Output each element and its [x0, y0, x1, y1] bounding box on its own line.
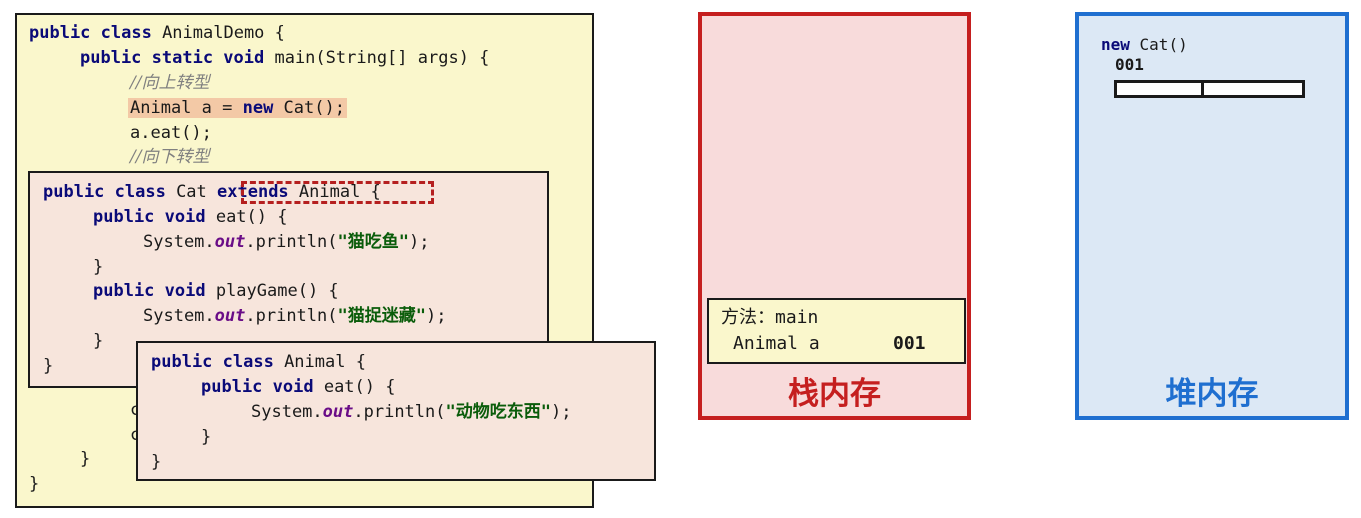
code-line: } — [80, 449, 91, 469]
code-line: System.out.println("猫吃鱼"); — [143, 232, 430, 252]
code-line: a.eat(); — [130, 123, 212, 143]
stack-memory-panel: 方法：main Animal a 001 栈内存 — [698, 12, 971, 420]
stack-memory-title: 栈内存 — [788, 376, 881, 412]
code-line: c — [130, 398, 140, 423]
code-line: public static void main(String[] args) { — [80, 48, 490, 68]
code-line: } — [93, 331, 104, 351]
code-line: } — [43, 356, 54, 376]
heap-object-address: 001 — [1115, 55, 1144, 74]
frame-variable-value: 001 — [893, 333, 926, 354]
code-line: public void eat() { — [93, 207, 288, 227]
code-line: } — [29, 474, 40, 494]
code-line: c — [130, 423, 140, 448]
code-line: } — [151, 452, 162, 472]
frame-variable-name: Animal a — [733, 333, 820, 354]
code-line: public class Animal { — [151, 352, 366, 372]
upcast-comment: //向上转型 — [130, 73, 210, 93]
code-line: public void playGame() { — [93, 281, 339, 301]
extends-highlight-box — [241, 181, 434, 204]
main-stack-frame: 方法：main Animal a 001 — [707, 298, 966, 364]
animal-class-code-panel: public class Animal { public void eat() … — [136, 341, 656, 481]
code-line: public class Cat extends Animal { — [43, 182, 381, 202]
downcast-comment: //向下转型 — [130, 147, 210, 167]
code-line: public class AnimalDemo { — [29, 23, 285, 43]
heap-object-divider — [1201, 83, 1204, 95]
heap-memory-title: 堆内存 — [1165, 376, 1259, 412]
heap-object-block — [1114, 80, 1305, 98]
heap-object-label: new Cat() — [1101, 35, 1188, 54]
code-line: System.out.println("猫捉迷藏"); — [143, 306, 447, 326]
frame-method-label: 方法：main — [721, 307, 819, 328]
upcast-statement: Animal a = new Cat(); — [128, 98, 347, 118]
code-line: public void eat() { — [201, 377, 396, 397]
code-line: } — [201, 427, 212, 447]
heap-memory-panel: new Cat() 001 堆内存 — [1075, 12, 1349, 420]
code-line: } — [93, 257, 104, 277]
code-line: System.out.println("动物吃东西"); — [251, 402, 572, 422]
